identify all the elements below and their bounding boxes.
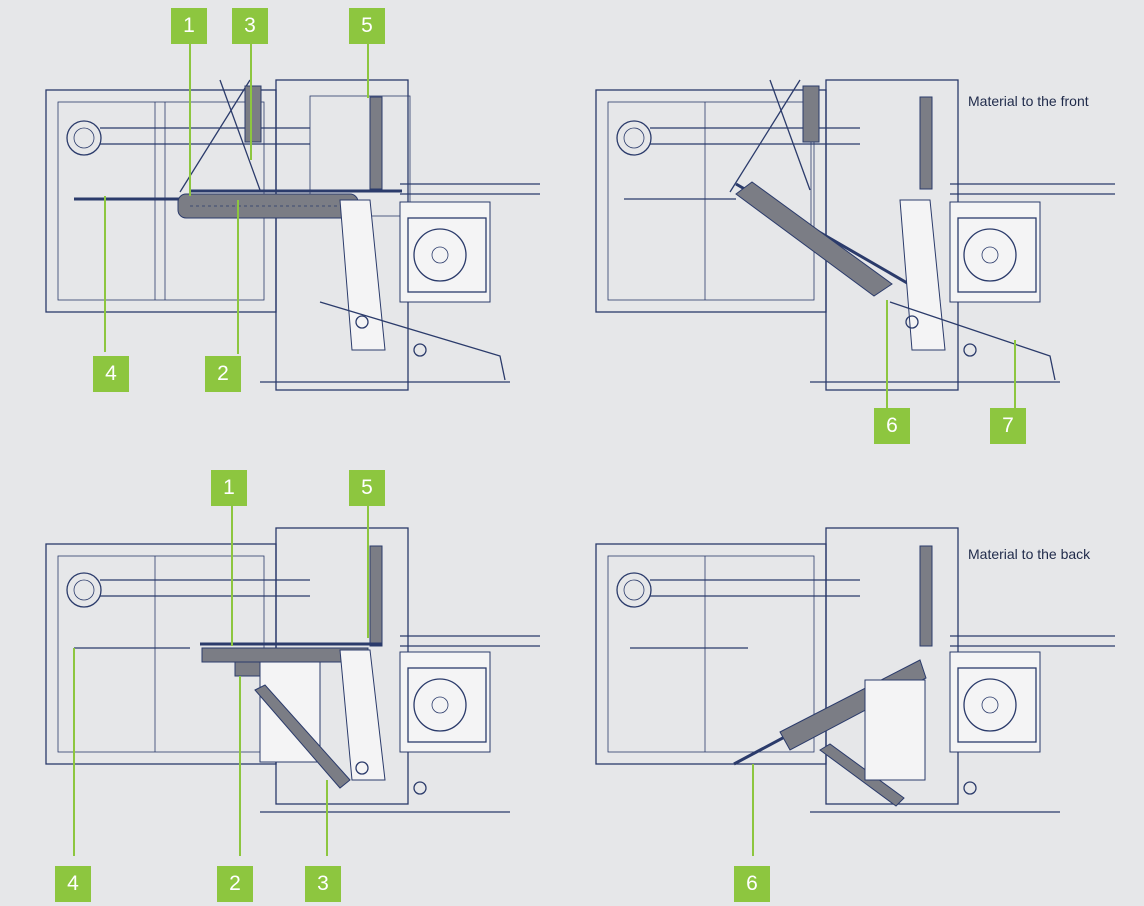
callout-7: 7 <box>990 408 1026 444</box>
callout-2: 2 <box>205 356 241 392</box>
callout-4: 4 <box>93 356 129 392</box>
callout-3: 3 <box>232 8 268 44</box>
caption-material-front: Material to the front <box>968 93 1089 109</box>
callout-4: 4 <box>55 866 91 902</box>
machine-drawing-bottom-right <box>595 527 1115 813</box>
callout-3: 3 <box>305 866 341 902</box>
callout-6: 6 <box>734 866 770 902</box>
caption-material-back: Material to the back <box>968 546 1091 562</box>
machine-drawing-top-left <box>45 79 540 391</box>
callout-5: 5 <box>349 8 385 44</box>
callout-1: 1 <box>211 470 247 506</box>
machine-drawing-bottom-left <box>45 527 540 813</box>
callout-6: 6 <box>874 408 910 444</box>
callout-5: 5 <box>349 470 385 506</box>
callout-2: 2 <box>217 866 253 902</box>
machine-drawing-top-right <box>595 79 1115 391</box>
callout-1: 1 <box>171 8 207 44</box>
